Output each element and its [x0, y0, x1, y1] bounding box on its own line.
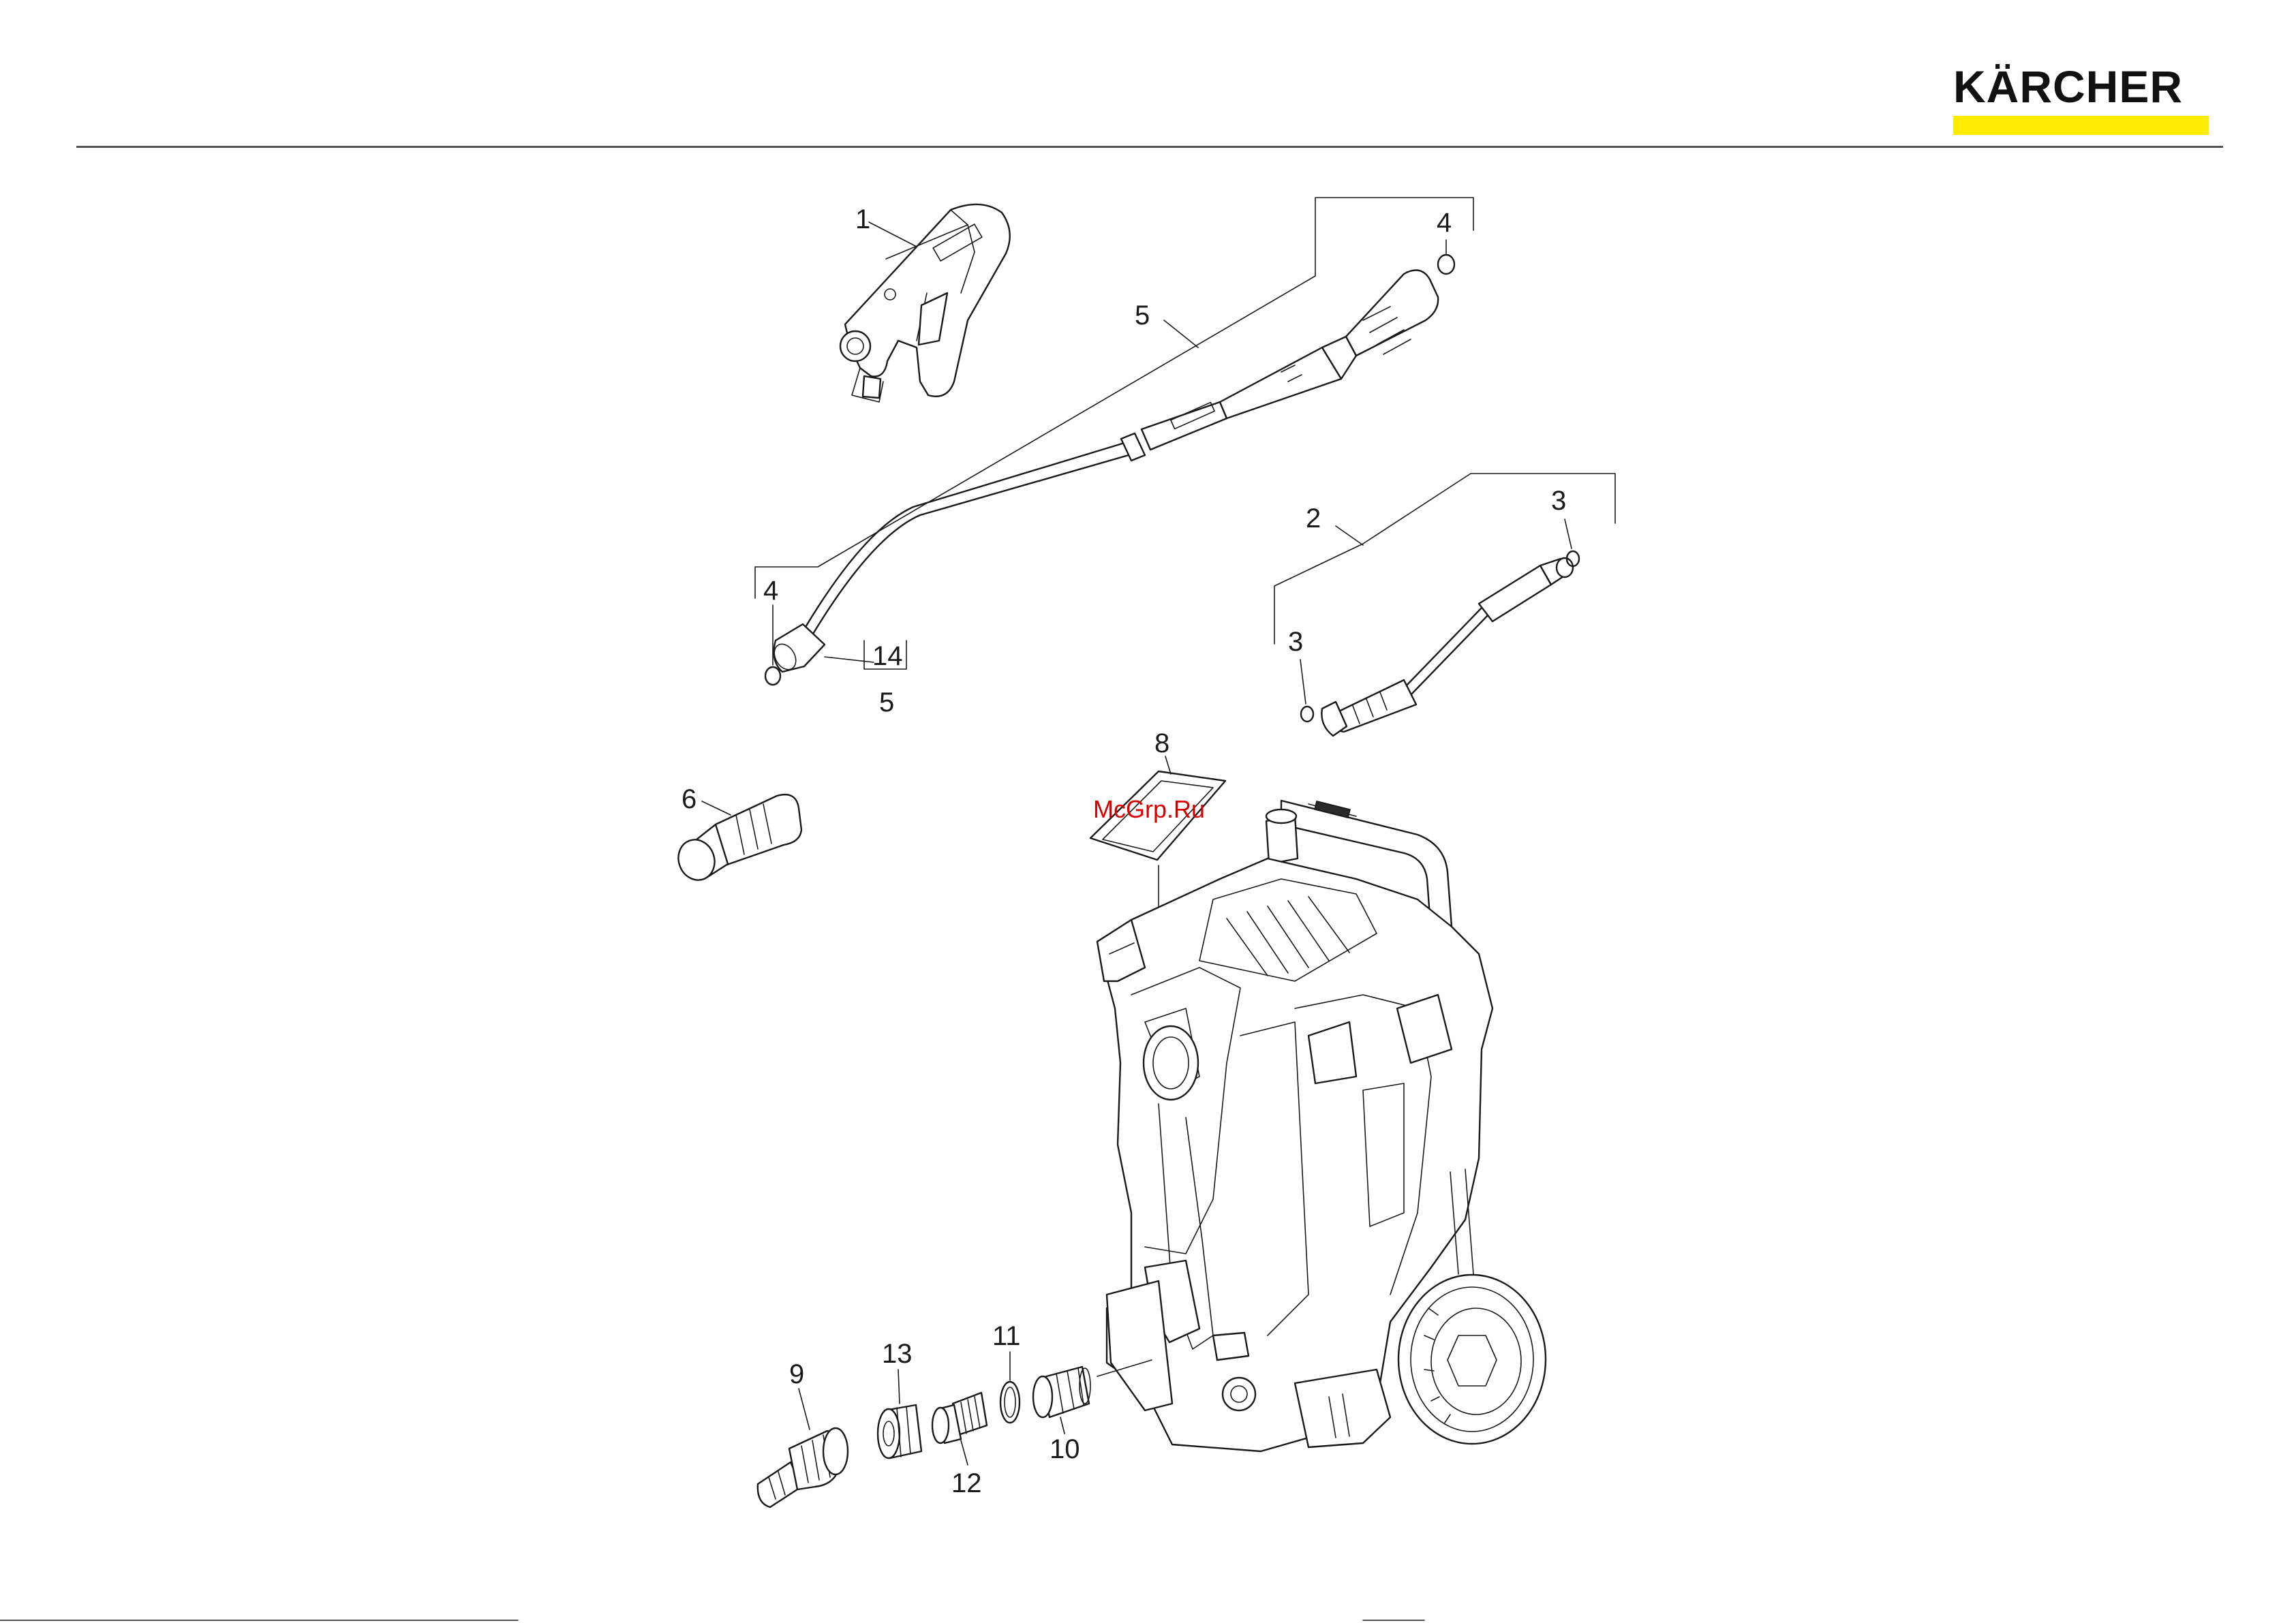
callout-4b: 4	[763, 576, 778, 606]
callout-11: 11	[992, 1321, 1021, 1351]
callout-9: 9	[789, 1359, 804, 1389]
leader-6	[702, 801, 731, 815]
callout-10: 10	[1050, 1434, 1080, 1464]
leader-5a	[1164, 320, 1198, 347]
leader-9	[799, 1389, 810, 1429]
leader-10	[1060, 1417, 1065, 1434]
part-o-ring-4-top	[1438, 255, 1454, 274]
callout-14: 14	[872, 641, 903, 671]
callout-6: 6	[682, 784, 697, 814]
part-hose-connector-9	[758, 1428, 848, 1507]
part-nut-13	[878, 1405, 921, 1458]
leader-3b	[1300, 660, 1306, 704]
watermark-text: McGrp.Ru	[1093, 795, 1205, 823]
callout-1: 1	[855, 204, 870, 234]
leader-13	[898, 1370, 900, 1404]
leader-2	[1336, 526, 1363, 545]
part-o-ring-4-bottom	[765, 667, 780, 685]
part-pressure-washer-body	[1097, 801, 1546, 1451]
callout-8: 8	[1154, 728, 1169, 758]
part-o-ring-3-left	[1301, 707, 1313, 722]
part-o-ring-11	[1000, 1382, 1020, 1423]
callout-2: 2	[1306, 504, 1321, 534]
callout-12: 12	[951, 1468, 982, 1498]
callout-13: 13	[882, 1339, 913, 1369]
callout-4a: 4	[1437, 208, 1452, 238]
callout-3b: 3	[1288, 627, 1303, 657]
part-extension-lance	[1321, 558, 1573, 736]
leader-8	[1165, 756, 1171, 774]
leader-12	[961, 1440, 968, 1465]
part-filter-10	[1033, 1367, 1090, 1417]
callout-3a: 3	[1551, 486, 1566, 516]
leader-3a	[1565, 519, 1572, 548]
callout-5b: 5	[879, 687, 894, 717]
leader-1	[869, 222, 917, 247]
callout-5a: 5	[1135, 300, 1150, 330]
part-adapter-12	[932, 1393, 987, 1443]
